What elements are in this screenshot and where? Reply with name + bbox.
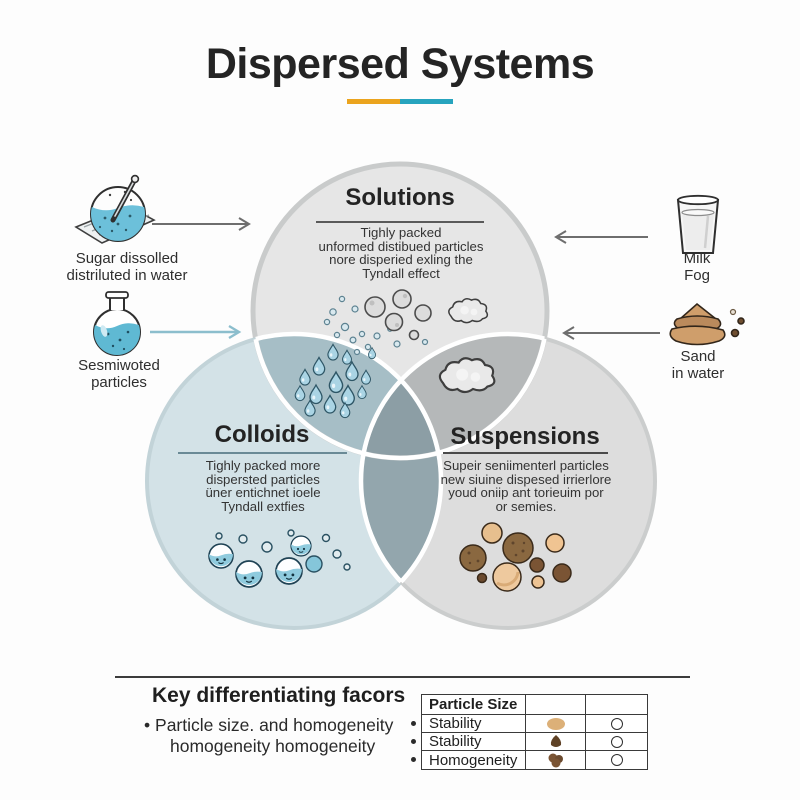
table-row: Stability <box>422 733 647 751</box>
suspensions-heading-rule <box>443 452 608 454</box>
sugar-bowl-icon <box>74 174 156 244</box>
key-factors-bullet-line2: homogeneity homogeneity <box>170 736 376 756</box>
solutions-description: Tighly packed unformed distibued particl… <box>318 225 484 281</box>
table-header-col3 <box>586 695 647 715</box>
table-row-bullet <box>411 739 416 744</box>
open-circle-icon <box>610 754 623 766</box>
arrow-milk-to-solutions <box>554 230 648 244</box>
colloids-heading: Colloids <box>214 421 310 448</box>
suspension-particles <box>459 522 572 592</box>
comparison-table: Particle Size Stability Stability Homoge… <box>421 694 648 770</box>
table-row-bullet <box>411 721 416 726</box>
bullet-glyph: • <box>144 715 151 735</box>
footer-divider <box>115 676 690 678</box>
colloid-bubbles <box>208 529 351 588</box>
title-underline-orange <box>347 99 400 104</box>
flask-icon <box>93 291 141 356</box>
sugar-label: Sugar dissolled distriluted in water <box>66 250 188 284</box>
suspensions-heading: Suspensions <box>450 423 600 450</box>
venn-circles <box>145 161 657 630</box>
dark-brown-blob-icon <box>550 735 561 747</box>
table-header-col2 <box>526 695 586 715</box>
arrow-sand-to-suspensions <box>562 326 660 340</box>
solutions-heading: Solutions <box>345 184 455 211</box>
arrow-flask-to-colloids <box>150 324 242 340</box>
title-underline-teal <box>400 99 453 104</box>
light-tan-blob-icon <box>546 717 565 730</box>
table-row-bullet <box>411 757 416 762</box>
colloids-heading-rule <box>178 452 347 454</box>
flask-label: Sesmiwoted particles <box>78 357 160 391</box>
milk-label: Milk Fog <box>683 250 711 284</box>
brown-cluster-blob-icon <box>548 753 563 768</box>
colloids-description: Tighly packed more dispersted particles … <box>205 458 321 514</box>
table-row: Homogeneity <box>422 751 647 769</box>
key-factors-heading: Key differentiating facors <box>152 684 406 707</box>
sand-label: Sand in water <box>671 348 725 382</box>
open-circle-icon <box>610 717 623 730</box>
solutions-bubbles <box>364 289 432 341</box>
key-factors-bullet-line1: • Particle size. and homogeneity <box>144 715 394 735</box>
table-header-row: Particle Size <box>422 695 647 715</box>
arrow-sugar-to-solutions <box>152 217 251 231</box>
solutions-heading-rule <box>316 221 484 223</box>
page-title: Dispersed Systems <box>205 40 595 88</box>
table-header-particle-size: Particle Size <box>422 695 526 715</box>
milk-glass-icon <box>676 194 720 254</box>
table-row: Stability <box>422 715 647 733</box>
open-circle-icon <box>610 735 623 748</box>
suspensions-description: Supeir seniimenterl particles new siuine… <box>440 458 612 514</box>
sand-pile-icon <box>669 302 745 346</box>
